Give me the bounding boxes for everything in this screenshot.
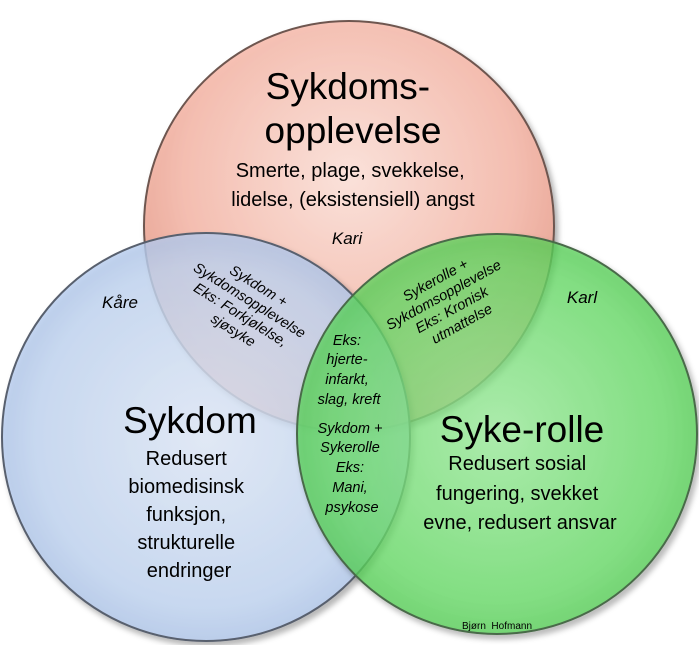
overlap-center: Eks: hjerte- infarkt, slag, kreft <box>318 333 382 408</box>
sick-role-person: Karl <box>567 288 598 307</box>
disease-description: Redusert biomedisinsk funksjon, struktur… <box>128 448 249 582</box>
circle-syke-rolle <box>296 233 698 635</box>
author-credit: Bjørn Hofmann <box>462 621 532 632</box>
experience-person: Kari <box>332 229 363 248</box>
sick-role-description: Redusert sosial fungering, svekket evne,… <box>423 453 617 534</box>
disease-title: Sykdom <box>123 400 257 441</box>
sick-role-title: Syke-rolle <box>440 409 605 450</box>
overlap-disease-role: Sykdom + Sykerolle Eks: Mani, psykose <box>318 421 387 516</box>
experience-description: Smerte, plage, svekkelse, lidelse, (eksi… <box>231 160 475 211</box>
experience-title: Sykdoms- opplevelse <box>265 66 442 151</box>
disease-person: Kåre <box>102 293 138 312</box>
